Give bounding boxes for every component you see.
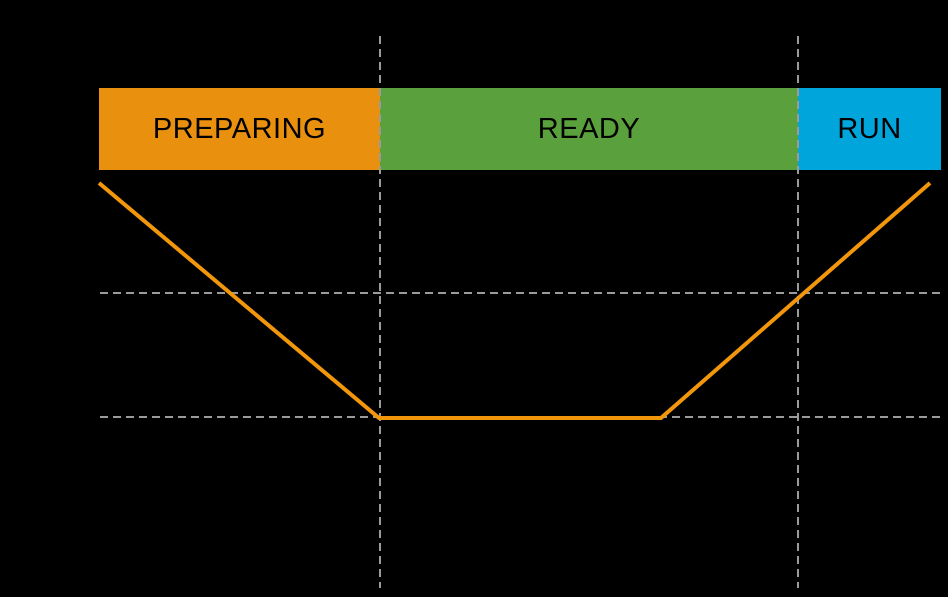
phase-label-run: RUN <box>837 112 902 145</box>
phase-label-preparing: PREPARING <box>152 112 327 145</box>
load-curve <box>97 181 932 420</box>
phase-bar-ready: READY <box>380 88 798 170</box>
phase-bar-preparing: PREPARING <box>99 88 380 170</box>
phase-label-ready: READY <box>537 112 641 145</box>
phase-bar-run: RUN <box>798 88 941 170</box>
